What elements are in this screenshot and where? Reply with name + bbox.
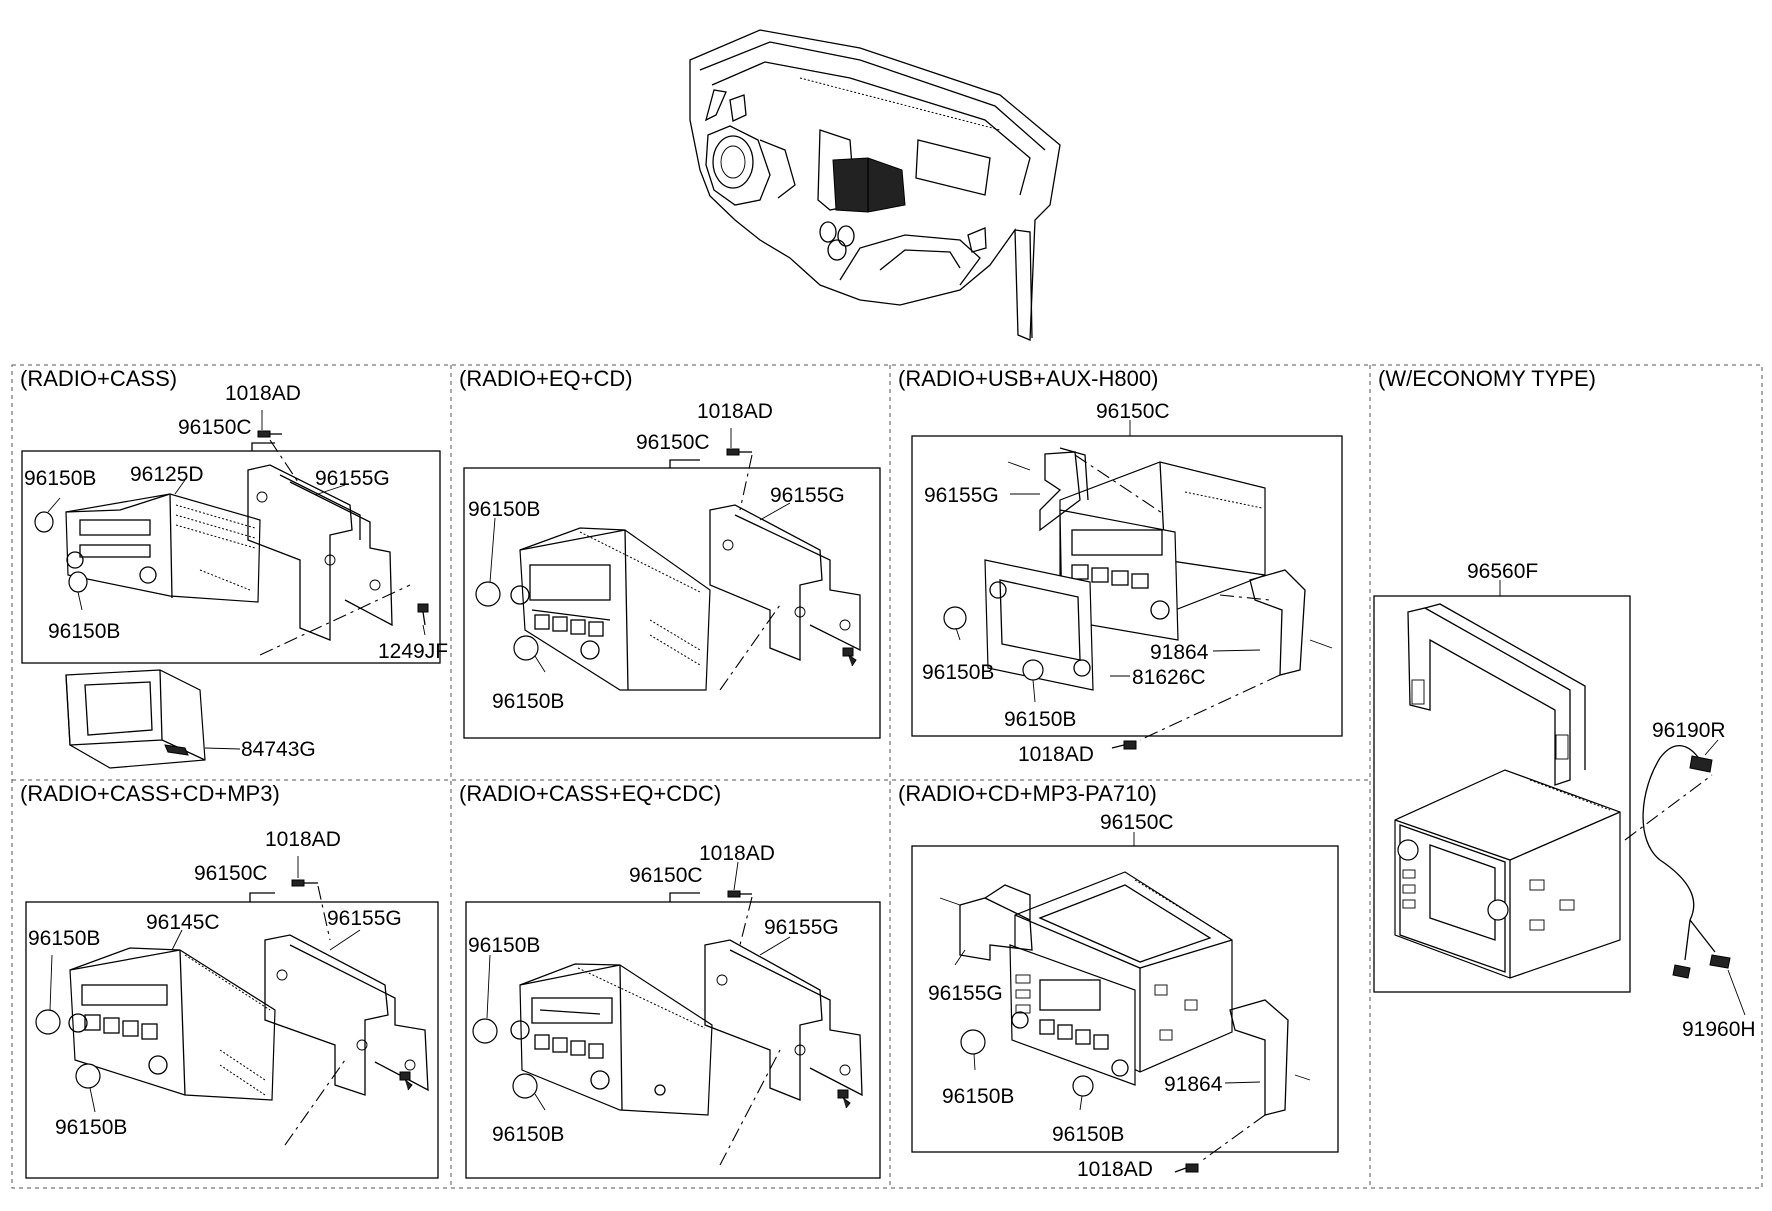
- part-label: 96155G: [764, 916, 839, 939]
- part-label: 96190R: [1652, 719, 1726, 742]
- part-label: 81626C: [1132, 666, 1206, 689]
- part-label: 96150C: [1100, 811, 1174, 834]
- part-label: 96155G: [770, 484, 845, 507]
- part-label: 1249JF: [378, 640, 448, 663]
- section-title: (RADIO+CASS+CD+MP3): [20, 781, 280, 806]
- part-label: 1018AD: [1077, 1158, 1153, 1181]
- part-label: 96150B: [942, 1085, 1014, 1108]
- part-label: 96150B: [24, 467, 96, 490]
- part-label: 96150B: [55, 1116, 127, 1139]
- part-label: 96150B: [468, 934, 540, 957]
- part-label: 96150B: [492, 690, 564, 713]
- section-title: (RADIO+USB+AUX-H800): [898, 366, 1158, 391]
- part-label: 96150B: [1052, 1123, 1124, 1146]
- section-title: (RADIO+EQ+CD): [459, 366, 633, 391]
- part-label: 1018AD: [697, 400, 773, 423]
- part-label: 91960H: [1682, 1018, 1756, 1041]
- section-radio-usb-aux: (RADIO+USB+AUX-H800): [898, 366, 1343, 766]
- part-label: 96150C: [194, 862, 268, 885]
- part-label: 96125D: [130, 463, 204, 486]
- part-label: 96150B: [492, 1123, 564, 1146]
- part-label: 96150C: [636, 431, 710, 454]
- section-economy: (W/ECONOMY TYPE) 96560F 961: [1373, 366, 1756, 1041]
- part-label: 96155G: [928, 982, 1003, 1005]
- section-grid: [11, 364, 1763, 1189]
- part-label: 91864: [1150, 641, 1209, 664]
- section-title: (RADIO+CASS+EQ+CDC): [459, 781, 721, 806]
- part-label: 1018AD: [265, 828, 341, 851]
- part-label: 96150C: [1096, 400, 1170, 423]
- section-title: (RADIO+CD+MP3-PA710): [898, 781, 1157, 806]
- dashboard-illustration: [689, 29, 1061, 341]
- part-label: 96150B: [1004, 708, 1076, 731]
- part-label: 91864: [1164, 1073, 1223, 1096]
- section-radio-eq-cd: (RADIO+EQ+CD): [459, 366, 881, 739]
- part-label: 84743G: [241, 738, 316, 761]
- part-label: 96150B: [48, 620, 120, 643]
- part-label: 96150C: [178, 416, 252, 439]
- part-label: 1018AD: [225, 382, 301, 405]
- part-label: 96150B: [922, 661, 994, 684]
- part-label: 96150B: [28, 927, 100, 950]
- section-radio-cass-cd-mp3: (RADIO+CASS+CD+MP3): [20, 781, 439, 1179]
- part-label: 1018AD: [699, 842, 775, 865]
- section-radio-cass-eq-cdc: (RADIO+CASS+EQ+CDC): [459, 781, 881, 1179]
- section-radio-cd-mp3-pa710: (RADIO+CD+MP3-PA710): [898, 781, 1339, 1181]
- part-label: 96155G: [327, 907, 402, 930]
- part-label: 96155G: [924, 484, 999, 507]
- part-label: 96150C: [629, 864, 703, 887]
- part-label: 96150B: [468, 498, 540, 521]
- part-label: 1018AD: [1018, 743, 1094, 766]
- part-label: 96560F: [1467, 560, 1538, 583]
- section-title: (RADIO+CASS): [20, 366, 177, 391]
- section-radio-cass: (RADIO+CASS): [20, 366, 448, 769]
- part-label: 96145C: [146, 911, 220, 934]
- section-title: (W/ECONOMY TYPE): [1378, 366, 1596, 391]
- part-label: 96155G: [315, 467, 390, 490]
